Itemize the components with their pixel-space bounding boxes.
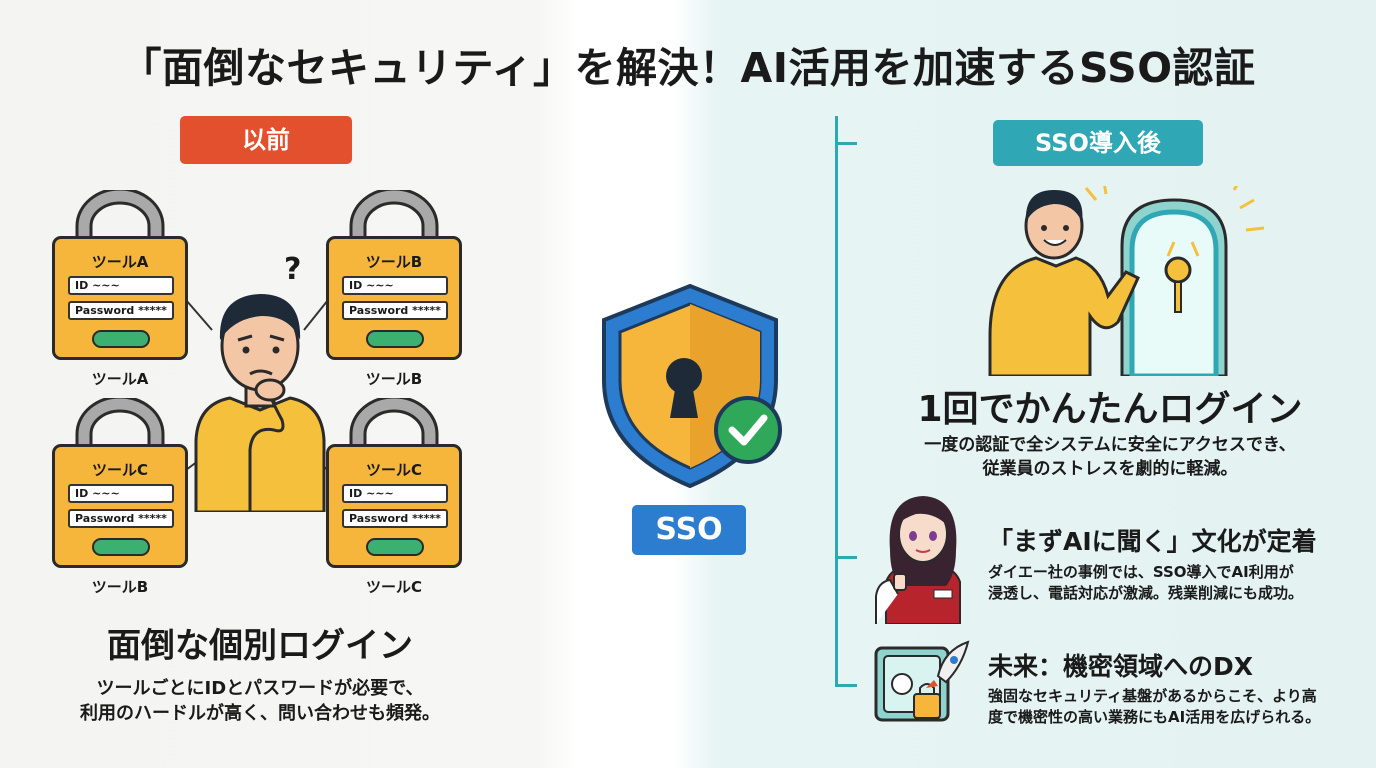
password-field: Password ***** (68, 509, 174, 528)
before-badge: 以前 (180, 116, 352, 164)
timeline-tick (835, 142, 857, 145)
lock-caption: ツールB (91, 578, 149, 596)
before-description: ツールごとにIDとパスワードが必要で、 利用のハードルが高く、問い合わせも頻発。 (80, 678, 440, 725)
after-badge: SSO導入後 (993, 120, 1203, 166)
item2-description: 強固なセキュリティ基盤があるからこそ、より高 度で機密性の高い業務にもAI活用を… (988, 687, 1321, 726)
confused-person-icon (194, 294, 326, 512)
id-field: ID ~~~ (342, 276, 448, 295)
padlock-shackle-icon (75, 190, 165, 248)
woman-thumbs-up-icon (875, 496, 961, 624)
item2-heading: 未来：機密領域へのDX (988, 652, 1254, 681)
lock-tool-c-right: ツールC ID ~~~ Password ***** (326, 398, 462, 570)
timeline-tick (835, 556, 857, 559)
login-button (366, 538, 424, 556)
login-button (92, 330, 150, 348)
after-description: 一度の認証で全システムに安全にアクセスでき、 従業員のストレスを劇的に軽減。 (924, 435, 1296, 479)
login-button (92, 538, 150, 556)
id-field: ID ~~~ (342, 484, 448, 503)
lock-caption: ツールA (91, 370, 149, 388)
page-title: 「面倒なセキュリティ」を解決！AI活用を加速するSSO認証 (120, 44, 1256, 92)
password-field: Password ***** (68, 301, 174, 320)
timeline-tick (835, 684, 857, 687)
item1-heading: 「まずAIに聞く」文化が定着 (988, 527, 1317, 556)
padlock-shackle-icon (75, 398, 165, 456)
lock-title: ツールA (91, 253, 149, 271)
item1-description: ダイエー社の事例では、SSO導入でAI利用が 浸透し、電話対応が激減。残業削減に… (988, 563, 1304, 602)
password-field: Password ***** (342, 509, 448, 528)
lock-title: ツールB (365, 253, 423, 271)
lock-title: ツールC (365, 461, 422, 479)
before-heading: 面倒な個別ログイン (107, 626, 413, 666)
lock-tool-a: ツールA ID ~~~ Password ***** (52, 190, 188, 362)
check-icon (714, 396, 782, 464)
sso-shield-icon (602, 283, 782, 489)
timeline-line (835, 116, 838, 686)
lock-caption: ツールC (365, 578, 422, 596)
safe-rocket-icon (874, 640, 970, 722)
id-field: ID ~~~ (68, 276, 174, 295)
question-mark-icon: ? (284, 252, 302, 287)
sso-badge: SSO (632, 505, 746, 555)
id-field: ID ~~~ (68, 484, 174, 503)
login-button (366, 330, 424, 348)
lock-tool-c-left: ツールC ID ~~~ Password ***** (52, 398, 188, 570)
person-opening-door-icon (988, 186, 1265, 376)
password-field: Password ***** (342, 301, 448, 320)
lock-tool-b: ツールB ID ~~~ Password ***** (326, 190, 462, 362)
lock-title: ツールC (91, 461, 148, 479)
lock-caption: ツールB (365, 370, 423, 388)
after-heading: 1回でかんたんログイン (917, 389, 1303, 430)
padlock-shackle-icon (349, 190, 439, 248)
padlock-shackle-icon (349, 398, 439, 456)
